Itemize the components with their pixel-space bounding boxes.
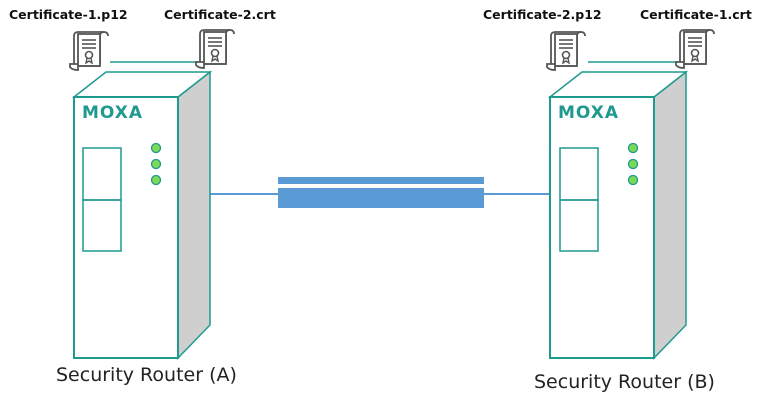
router-a: MOXA: [71, 70, 213, 360]
router-b-led-3: [627, 174, 639, 186]
certificate-icon: [546, 31, 586, 71]
router-a-led-2: [150, 158, 162, 170]
router-b-led-1: [627, 142, 639, 154]
router-b-side: [653, 70, 687, 360]
router-a-front: [73, 96, 179, 359]
router-b-port-lower: [559, 199, 599, 252]
router-a-led-1: [150, 142, 162, 154]
certificate-icon: [195, 29, 235, 69]
router-a-side: [177, 70, 211, 360]
router-b-cert-right-label: Certificate-1.crt: [640, 7, 752, 22]
router-b-brand: MOXA: [558, 103, 619, 123]
router-b-front: [549, 96, 655, 359]
router-b: MOXA: [547, 70, 689, 360]
router-a-brand: MOXA: [82, 103, 143, 123]
router-a-cert-left-label: Certificate-1.p12: [9, 7, 128, 22]
router-a-cert-right-label: Certificate-2.crt: [164, 7, 276, 22]
router-b-cert-left-label: Certificate-2.p12: [483, 7, 602, 22]
certificate-icon: [69, 31, 109, 71]
router-a-led-3: [150, 174, 162, 186]
certificate-icon: [675, 29, 715, 69]
router-a-label: Security Router (A): [56, 364, 237, 386]
router-a-port-lower: [82, 199, 122, 252]
vpn-tunnel: [278, 177, 484, 208]
router-b-label: Security Router (B): [534, 371, 715, 393]
router-b-led-2: [627, 158, 639, 170]
